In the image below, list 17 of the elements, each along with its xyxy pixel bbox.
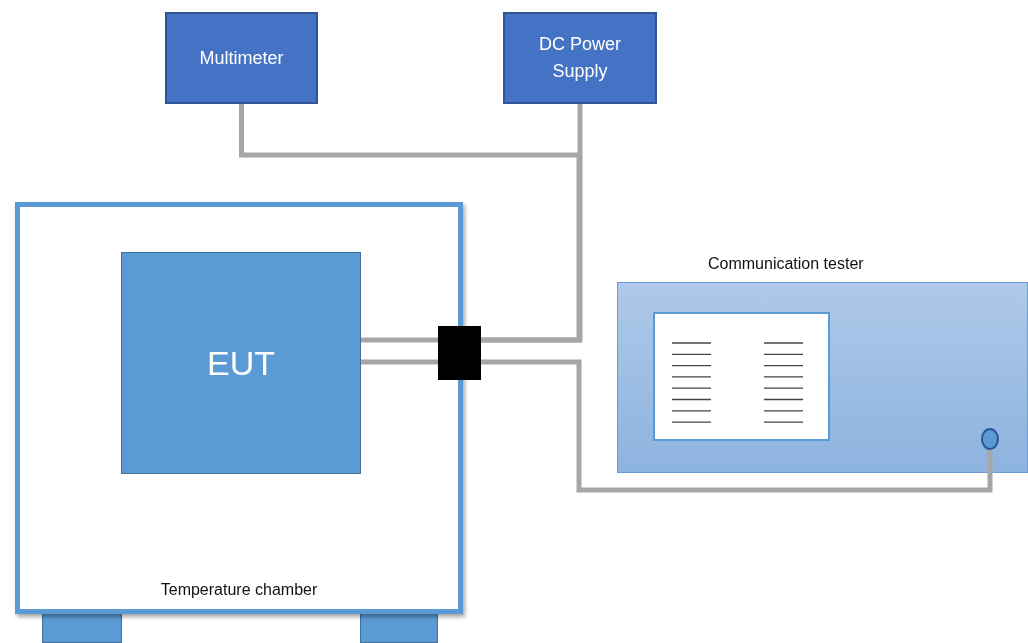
node-label: EUT <box>207 343 275 383</box>
cable-line <box>361 359 438 365</box>
chamber-foot <box>42 612 122 643</box>
instrument-box <box>503 12 657 104</box>
chamber-box <box>15 202 463 614</box>
feedthrough-block <box>438 326 481 380</box>
cable-line <box>481 359 993 493</box>
node-label: Multimeter <box>199 46 284 70</box>
eut-box <box>121 252 361 474</box>
node-label: DC Power Supply <box>538 33 622 83</box>
port-circle <box>981 428 999 450</box>
node-label: Temperature chamber <box>159 581 319 599</box>
cable-line <box>361 337 438 343</box>
chamber-foot <box>360 612 438 643</box>
instrument-box <box>165 12 318 104</box>
cable-line <box>481 104 583 343</box>
node-label: Communication tester <box>708 255 864 273</box>
